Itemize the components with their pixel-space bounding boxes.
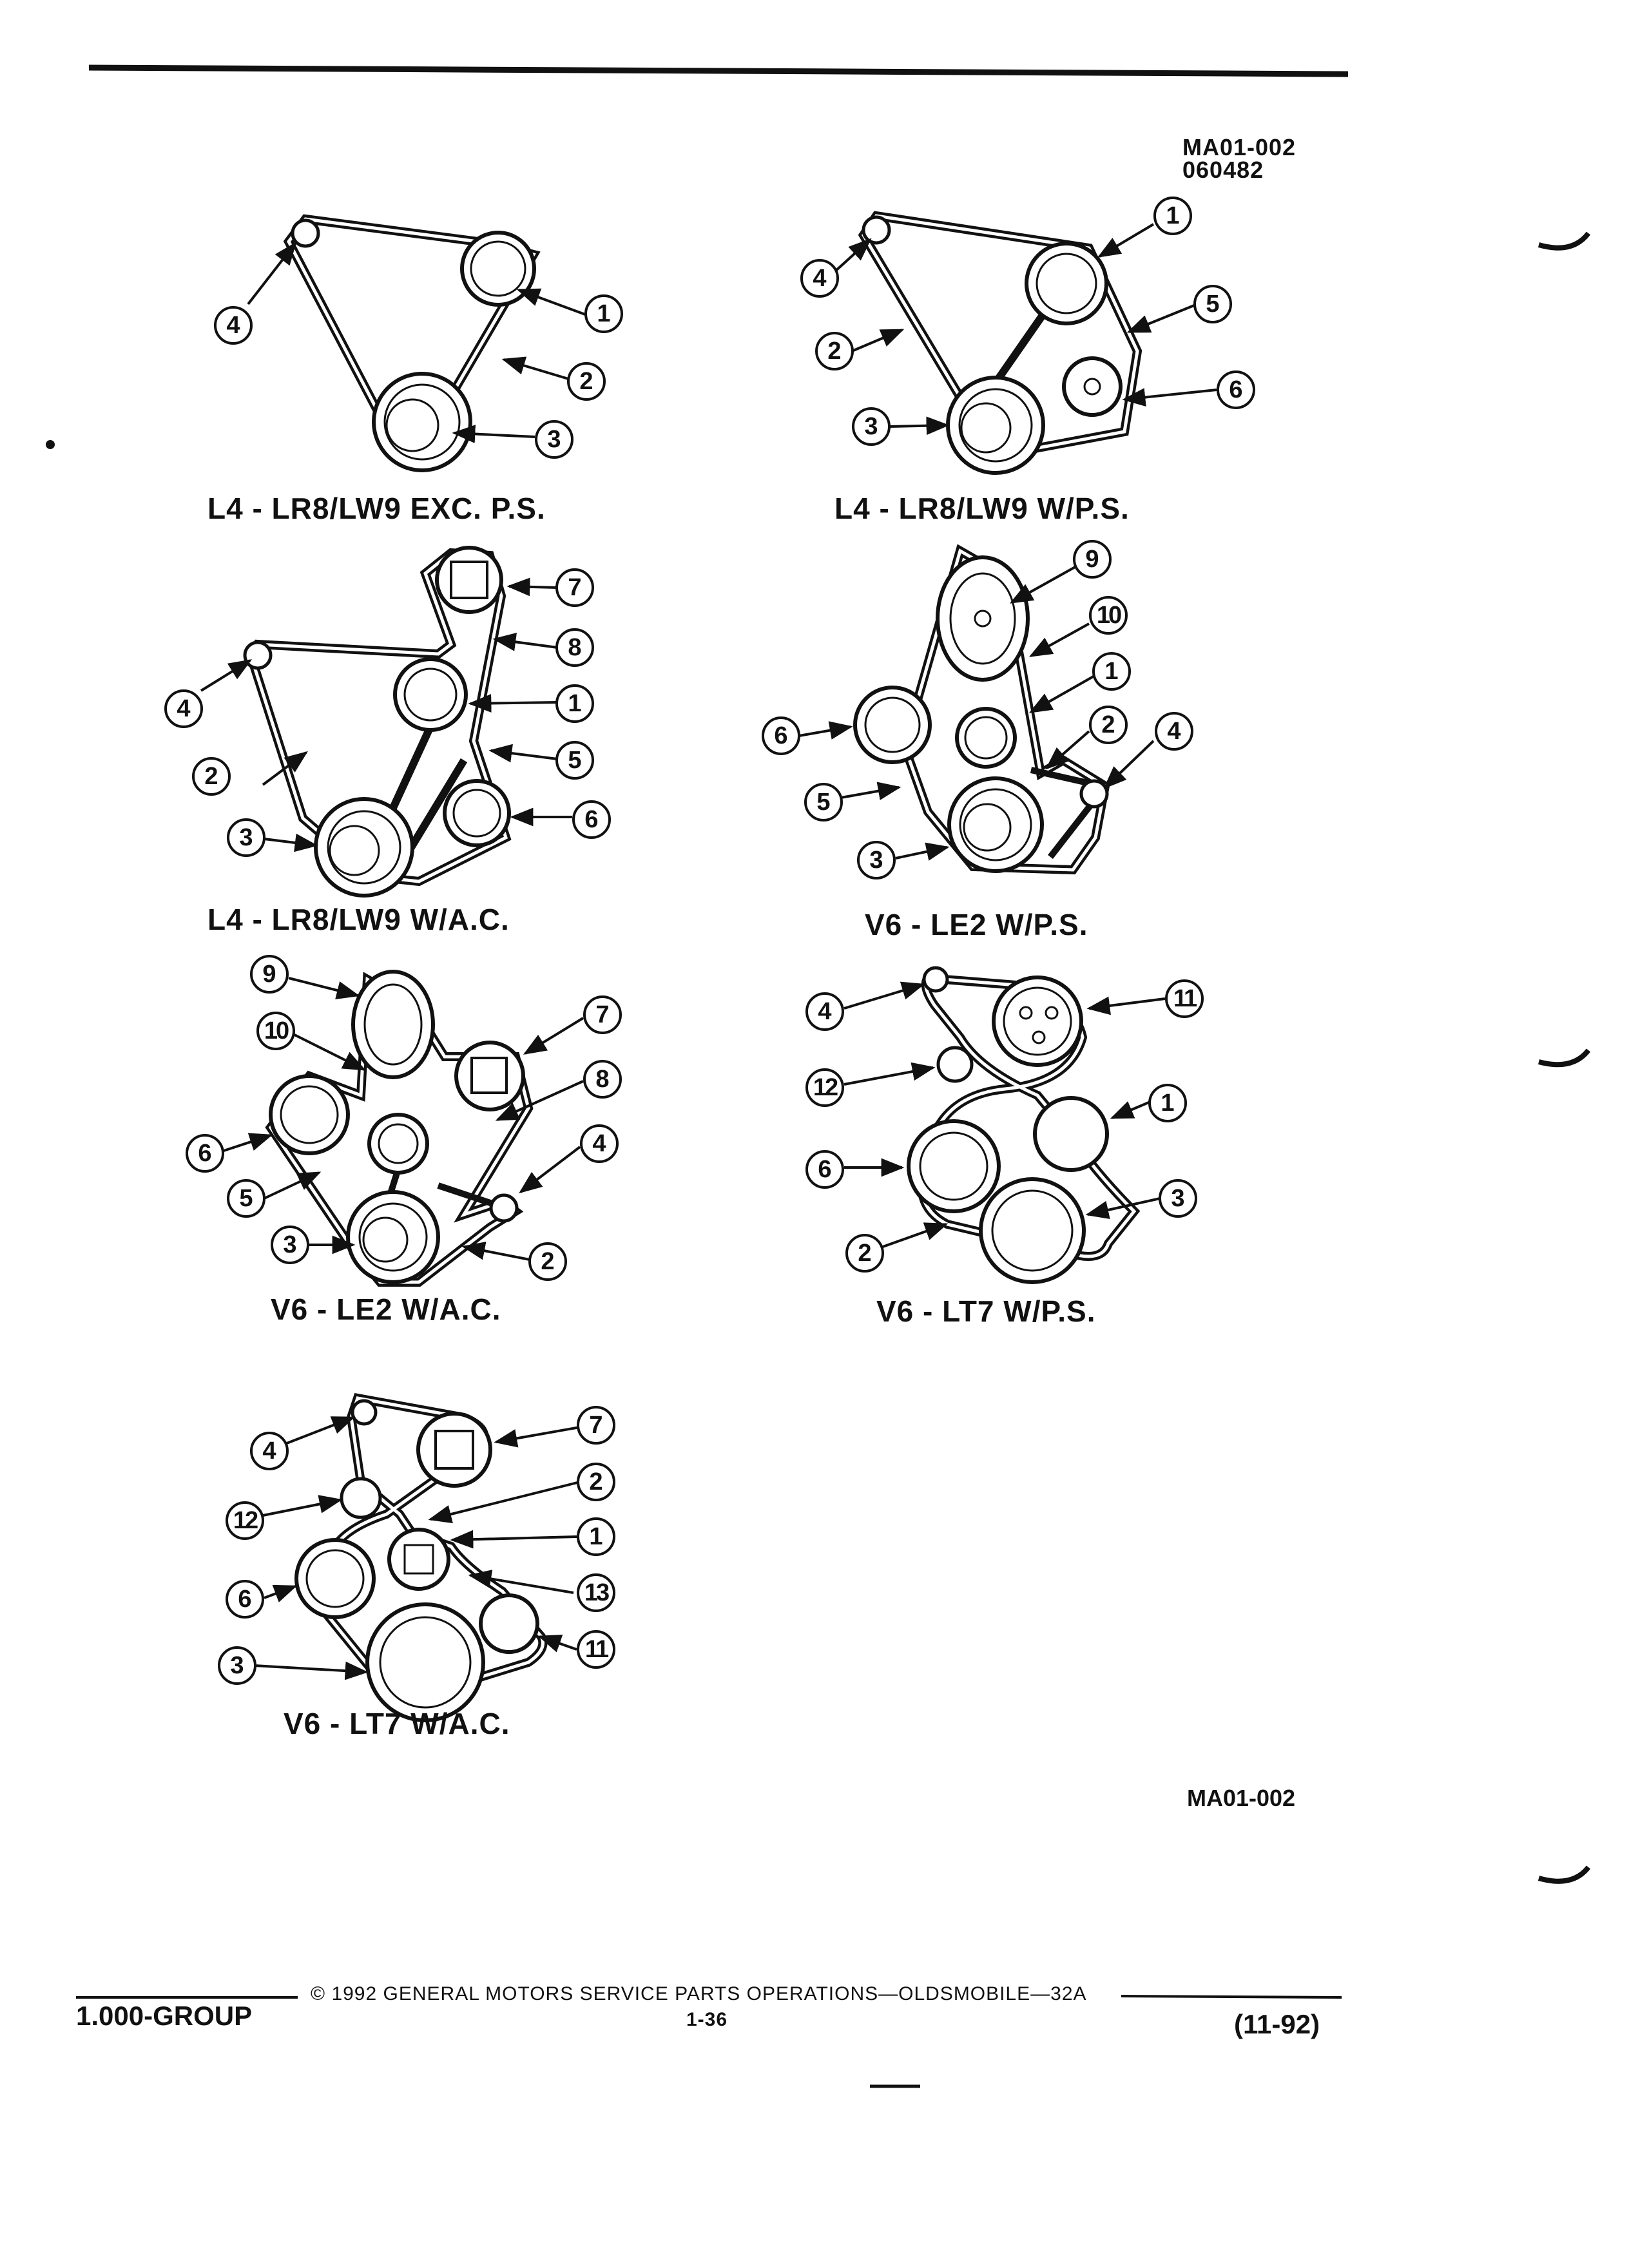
caption-v6-le2-ac: V6 - LE2 W/A.C.	[271, 1293, 501, 1326]
callout-number: 6	[818, 1156, 832, 1183]
callout-number: 1	[1166, 202, 1180, 229]
callout-number: 11	[1173, 985, 1197, 1012]
callout-number: 6	[774, 722, 788, 749]
callout-number: 9	[262, 961, 276, 988]
callout-number: 4	[813, 265, 827, 292]
callout-number: 3	[869, 847, 883, 874]
ref-number: 060482	[1182, 157, 1264, 183]
caption-l4-ac: L4 - LR8/LW9 W/A.C.	[207, 903, 510, 936]
diagram-l4-ac	[200, 546, 572, 898]
callout-number: 7	[595, 1001, 610, 1028]
callout-number: 6	[1229, 376, 1243, 403]
figure-ref: MA01-002	[1187, 1785, 1296, 1811]
callout-number: 1	[597, 300, 611, 327]
callout-number: 12	[813, 1074, 838, 1101]
caption-l4-ps: L4 - LR8/LW9 W/P.S.	[834, 492, 1130, 525]
diagram-l4-exc-ps	[247, 214, 586, 472]
callout-number: 4	[818, 998, 832, 1025]
callout-number: 3	[230, 1652, 244, 1679]
callout-number: 11	[584, 1636, 609, 1663]
diagram-v6-le2-ac	[215, 970, 584, 1287]
callout-number: 3	[283, 1231, 297, 1258]
callout-number: 3	[547, 426, 561, 453]
callout-number: 3	[239, 824, 253, 851]
callout-number: 2	[1101, 711, 1115, 738]
diagram-v6-le2-ps	[798, 544, 1155, 875]
ref-code: MA01-002	[1182, 134, 1296, 160]
callout-number: 1	[589, 1523, 603, 1550]
callout-number: 2	[541, 1248, 555, 1275]
callout-number: 13	[584, 1579, 610, 1606]
callout-number: 1	[568, 690, 582, 717]
callout-number: 4	[1167, 718, 1181, 745]
callout-number: 6	[238, 1586, 252, 1613]
callout-number: 10	[264, 1017, 289, 1044]
diagram-v6-lt7-ac	[254, 1393, 581, 1722]
caption-l4-exc-ps: L4 - LR8/LW9 EXC. P.S.	[207, 492, 546, 525]
footer-rule-right	[1121, 1995, 1342, 1999]
callout-number: 9	[1085, 546, 1099, 573]
callout-number: 2	[827, 338, 842, 365]
callout-number: 2	[858, 1240, 872, 1267]
callout-number: 8	[595, 1066, 610, 1093]
callout-number: 1	[1161, 1090, 1175, 1117]
callout-number: 4	[177, 695, 191, 722]
binding-mark	[1537, 1865, 1591, 1884]
footer-group: 1.000-GROUP	[76, 2001, 253, 2031]
callout-number: 4	[262, 1437, 276, 1465]
callout-number: 3	[1171, 1185, 1185, 1212]
top-rule	[88, 64, 1349, 77]
footer-copyright: © 1992 GENERAL MOTORS SERVICE PARTS OPER…	[311, 1983, 1087, 2004]
callout-number: 5	[568, 747, 582, 774]
callout-number: 8	[568, 634, 582, 661]
callout-number: 2	[579, 368, 593, 395]
callout-number: 4	[226, 312, 240, 339]
callout-number: 5	[239, 1185, 253, 1212]
caption-v6-le2-ps: V6 - LE2 W/P.S.	[865, 908, 1088, 941]
callout-number: 5	[1206, 291, 1220, 318]
callout-circles	[164, 197, 1255, 1685]
callout-number: 2	[589, 1468, 603, 1495]
caption-v6-lt7-ps: V6 - LT7 W/P.S.	[876, 1294, 1096, 1328]
binding-mark	[1537, 231, 1591, 251]
callout-number: 7	[589, 1412, 603, 1439]
footer-date: (11-92)	[1234, 2009, 1320, 2039]
diagram-v6-lt7-ps	[843, 966, 1166, 1284]
callout-number: 10	[1096, 602, 1122, 629]
callout-number: 6	[584, 806, 599, 833]
stray-dot	[46, 440, 55, 449]
callout-number: 3	[864, 413, 878, 440]
binding-mark	[1537, 1048, 1591, 1068]
callout-number: 1	[1104, 658, 1119, 685]
callout-number: 2	[204, 763, 218, 790]
callout-number: 5	[816, 789, 831, 816]
diagram-l4-ps	[833, 211, 1217, 475]
callout-number: 7	[568, 574, 582, 601]
callout-number: 4	[592, 1130, 606, 1157]
callout-number: 12	[233, 1507, 258, 1534]
footer-page: 1-36	[686, 2009, 728, 2030]
caption-v6-lt7-ac: V6 - LT7 W/A.C.	[284, 1707, 510, 1740]
callout-number: 6	[198, 1140, 212, 1167]
